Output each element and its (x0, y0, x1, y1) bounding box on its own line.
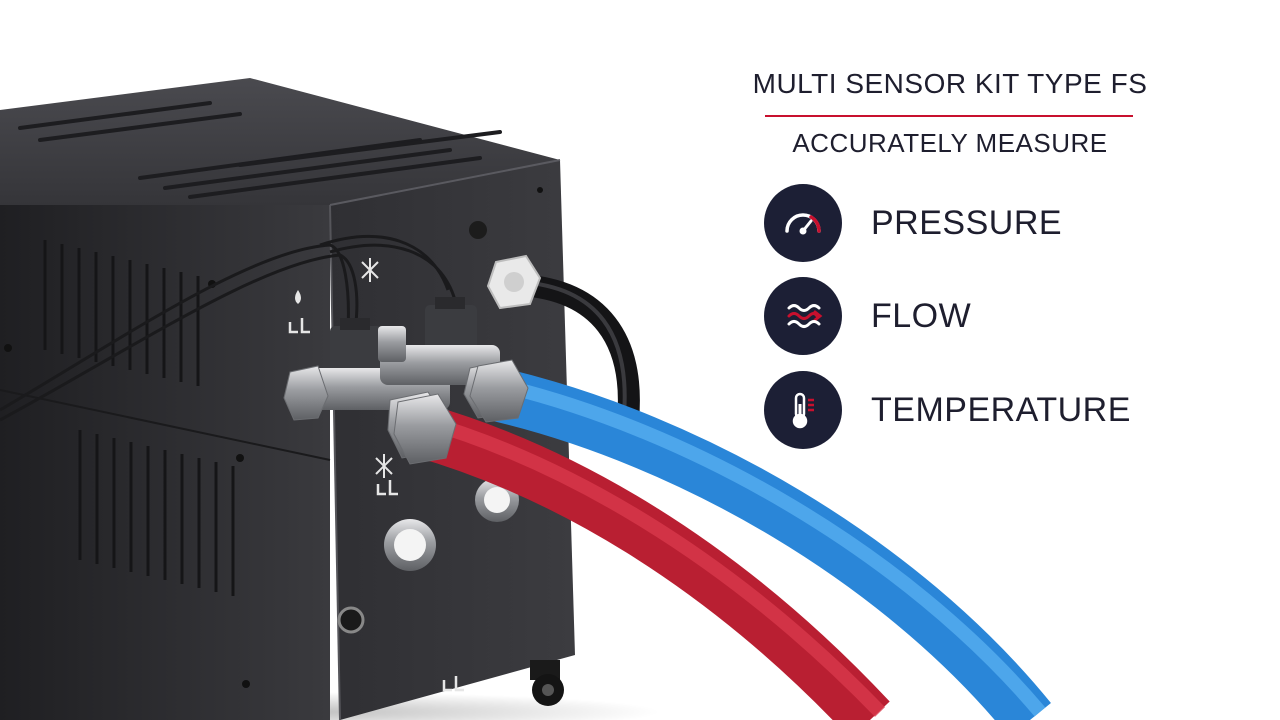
title-divider (765, 115, 1133, 117)
cabinet-top (0, 78, 560, 205)
red-hose (412, 404, 890, 720)
feature-label-temperature: TEMPERATURE (871, 390, 1131, 429)
port-small (337, 606, 365, 634)
drop-symbol (295, 290, 301, 304)
flow-waves-icon (764, 277, 842, 355)
feature-label-flow: FLOW (871, 296, 972, 335)
blue-hose-fitting (469, 359, 529, 423)
feature-flow: FLOW (764, 276, 1184, 356)
top-vents (18, 101, 502, 199)
pressure-gauge-icon (764, 184, 842, 262)
sensor-cables (0, 234, 457, 422)
red-hose-fitting (393, 393, 457, 465)
product-title: MULTI SENSOR KIT TYPE FS (752, 68, 1148, 99)
blue-hose (493, 368, 1051, 720)
feature-temperature: TEMPERATURE (764, 370, 1184, 450)
snow-symbol (361, 258, 393, 478)
thermometer-icon (764, 371, 842, 449)
feature-label-pressure: PRESSURE (871, 203, 1063, 242)
front-symbols (288, 318, 464, 692)
product-subtitle: ACCURATELY MEASURE (792, 128, 1108, 158)
feature-pressure: PRESSURE (764, 183, 1184, 263)
caster-wheel (530, 660, 564, 706)
sensors (330, 297, 477, 374)
